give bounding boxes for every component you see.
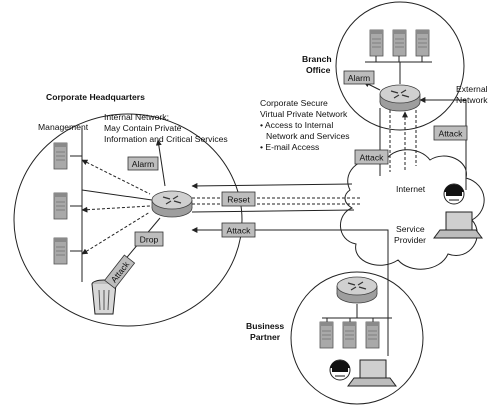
tag-alarm-branch: Alarm — [343, 70, 375, 85]
partner-title-line-1: Business — [246, 321, 284, 331]
partner-router — [336, 276, 378, 304]
branch-server-1 — [369, 29, 384, 57]
vpn-line-1: Corporate Secure — [260, 98, 328, 108]
partner-title-line-2: Partner — [250, 332, 281, 342]
tag-alarm-hq: Alarm — [127, 156, 159, 171]
hq-server-1 — [53, 142, 68, 170]
internet-label: Internet — [396, 184, 426, 194]
internal-network-line-3: Information and Critical Services — [104, 134, 228, 144]
tag-drop: Drop — [134, 231, 164, 247]
internal-network-line-1: Internal Network: — [104, 112, 169, 122]
business-partner-boundary — [290, 271, 424, 405]
branch-office-boundary — [335, 1, 465, 131]
svg-text:Attack: Attack — [227, 226, 252, 236]
hacker-face-icon-partner — [329, 359, 351, 381]
svg-text:Alarm: Alarm — [348, 73, 370, 83]
service-provider-line-2: Provider — [394, 235, 426, 245]
svg-text:Attack: Attack — [360, 153, 385, 163]
attacker-laptop-partner — [347, 359, 397, 387]
branch-server-3 — [415, 29, 430, 57]
vpn-line-4: Network and Services — [266, 131, 350, 141]
tag-attack-external: Attack — [433, 125, 468, 141]
vpn-line-2: Virtual Private Network — [260, 109, 348, 119]
hq-server-2 — [53, 192, 68, 220]
svg-text:Reset: Reset — [227, 195, 250, 205]
svg-text:Attack: Attack — [439, 129, 464, 139]
attacker-laptop-internet — [433, 211, 483, 239]
svg-text:Alarm: Alarm — [132, 159, 154, 169]
hacker-face-icon-internet — [443, 183, 465, 205]
hq-router — [151, 190, 193, 218]
vpn-line-5: • E-mail Access — [260, 142, 319, 152]
external-network-line-1: External — [456, 84, 488, 94]
branch-server-2 — [392, 29, 407, 57]
tag-reset: Reset — [221, 191, 256, 207]
service-provider-line-1: Service — [396, 224, 425, 234]
partner-server-1 — [319, 321, 334, 349]
corporate-hq-title: Corporate Headquarters — [46, 92, 145, 102]
external-network-line-2: Network — [456, 95, 488, 105]
tag-attack-middle: Attack — [221, 222, 256, 238]
corporate-hq-boundary — [13, 113, 243, 327]
branch-title-line-2: Office — [306, 65, 331, 75]
internet-cloud — [340, 149, 485, 270]
vpn-line-3: • Access to Internal — [260, 120, 333, 130]
management-label: Management — [38, 122, 89, 132]
tag-attack-bin: Attack — [104, 254, 136, 289]
partner-server-3 — [365, 321, 380, 349]
partner-server-2 — [342, 321, 357, 349]
internal-network-line-2: May Contain Private — [104, 123, 182, 133]
branch-router — [379, 84, 421, 112]
branch-title-line-1: Branch — [302, 54, 332, 64]
svg-text:Drop: Drop — [140, 235, 159, 245]
hq-server-3 — [53, 237, 68, 265]
tag-attack-branch-left: Attack — [354, 149, 389, 165]
